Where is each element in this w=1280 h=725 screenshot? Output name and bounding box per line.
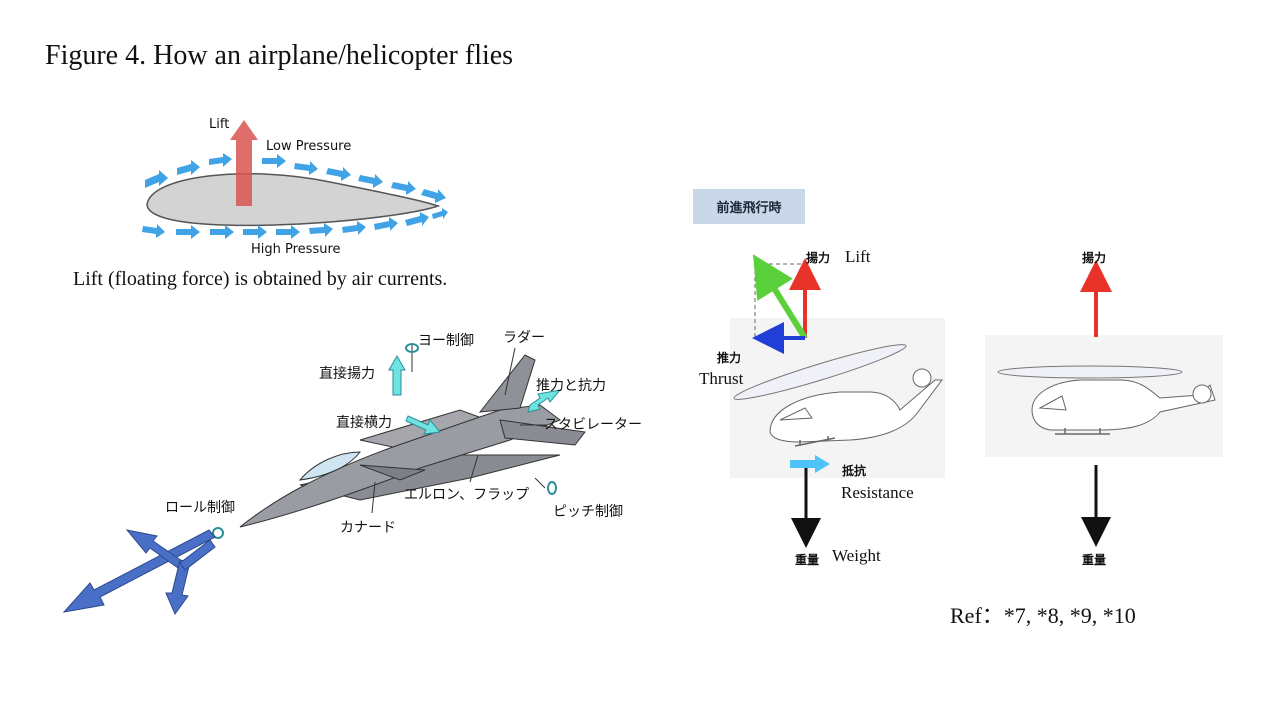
upper-flow-arrows	[145, 153, 446, 203]
jet-diagram	[62, 343, 586, 616]
airfoil-diagram	[142, 120, 448, 239]
vertical-axis-arrow	[125, 529, 183, 569]
jet-canopy	[298, 451, 362, 481]
lift-arrow	[230, 120, 258, 206]
thrust-en-label: Thrust	[699, 369, 744, 388]
direct-side-force-label: 直接横力	[336, 415, 392, 431]
high-pressure-label: High Pressure	[251, 242, 341, 257]
helicopter-forward	[730, 254, 945, 548]
thrust-drag-arrow	[527, 389, 562, 413]
rudder-label: ラダー	[503, 330, 545, 346]
forward-flight-tag: 前進飛行時	[693, 189, 805, 224]
aileron-flap-label: エルロン、フラップ	[404, 487, 530, 503]
direct-side-arrow	[405, 415, 441, 435]
reference-note: Ref：*7, *8, *9, *10	[950, 603, 1136, 628]
stabilator-label: スタビレーター	[544, 417, 642, 433]
lateral-axis-arrow	[165, 559, 191, 616]
tail-rotor-2	[1192, 384, 1212, 404]
resultant-vector	[752, 254, 808, 340]
resistance-en-label: Resistance	[841, 483, 914, 502]
jet-fuselage	[239, 404, 562, 528]
pitch-control-label: ピッチ制御	[553, 504, 623, 520]
low-pressure-label: Low Pressure	[266, 139, 352, 154]
direct-lift-arrow	[388, 354, 406, 396]
lift-label: Lift	[209, 117, 230, 132]
yaw-control-label: ヨー制御	[418, 333, 474, 349]
roll-axis-arrow	[62, 529, 216, 613]
airfoil-shape	[146, 172, 441, 227]
main-rotor	[733, 344, 907, 400]
roll-control-label: ロール制御	[165, 500, 235, 516]
thrust-drag-label: 推力と抗力	[536, 378, 606, 394]
jet-stabilator	[499, 419, 586, 446]
tail-rotor	[912, 368, 932, 388]
direct-lift-label: 直接揚力	[319, 366, 375, 382]
thrust-jp-label: 推力	[717, 351, 742, 365]
resistance-vector	[790, 455, 830, 473]
jet-canard	[359, 464, 426, 481]
main-rotor-2	[997, 365, 1183, 379]
weight-en-label: Weight	[832, 546, 881, 565]
resistance-jp-label: 抵抗	[842, 464, 867, 478]
lift-en-label: Lift	[845, 247, 871, 266]
weight-jp-label: 重量	[795, 553, 820, 567]
airfoil-caption: Lift (floating force) is obtained by air…	[73, 268, 448, 290]
figure-title: Figure 4. How an airplane/helicopter fli…	[45, 40, 514, 71]
control-arrows	[388, 354, 562, 435]
pitch-rotation-icon	[547, 481, 557, 495]
lower-flow-arrows	[142, 208, 448, 239]
heli-body	[769, 379, 943, 443]
canard-label: カナード	[340, 520, 396, 536]
axis-arrows	[62, 529, 216, 616]
lift-jp-label-2: 揚力	[1082, 251, 1107, 265]
yaw-rotation-icon	[405, 343, 419, 353]
helicopter-hover	[985, 260, 1223, 547]
heli-body-2	[1031, 379, 1216, 431]
weight-jp-label-2: 重量	[1082, 553, 1107, 567]
lift-jp-label: 揚力	[806, 251, 831, 265]
roll-rotation-icon	[212, 527, 224, 539]
